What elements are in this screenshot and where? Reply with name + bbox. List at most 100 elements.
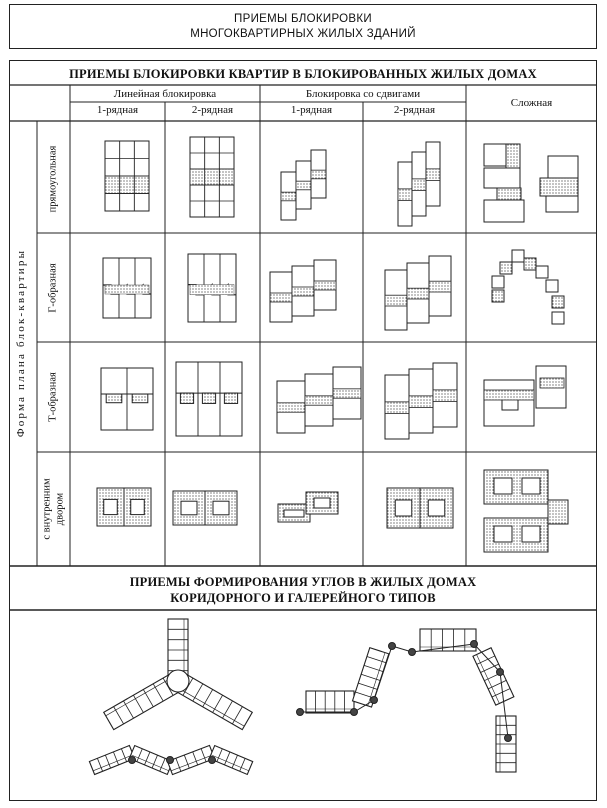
zigzag-stair-2 xyxy=(166,756,174,764)
cs1-a-court xyxy=(283,509,305,518)
y-wing-southwest-cell-line xyxy=(133,694,144,713)
zigzag-wing-4-outline xyxy=(208,744,254,776)
plan-t-shifted-1row-unit-dotted xyxy=(276,402,306,413)
zigzag-wing-3-cell-line xyxy=(192,751,199,766)
zigzag-wing-4-cell-line xyxy=(239,758,246,772)
group-header-shifted: Блокировка со сдвигами xyxy=(305,88,421,100)
gallery-stair-5 xyxy=(408,648,416,656)
plan-t-linear-2row-t-bar xyxy=(179,392,195,404)
cx-l-cell xyxy=(545,279,559,293)
row-label-courtyard-2: двором xyxy=(54,492,66,526)
zigzag-wing-2-cell-line xyxy=(151,754,158,769)
zigzag-stair-1 xyxy=(128,756,136,764)
sheet-title-line1: ПРИЕМЫ БЛОКИРОВКИ xyxy=(234,13,372,25)
sheet-title-line2: МНОГОКВАРТИРНЫХ ЖИЛЫХ ЗДАНИЙ xyxy=(190,28,416,40)
y-wing-southwest-cell-line xyxy=(123,700,134,719)
y-wing-southeast-cell-line xyxy=(192,683,204,702)
plan-l-shifted-1row-unit-dotted xyxy=(291,286,315,297)
plan-t-shifted-1row-unit-dotted xyxy=(332,388,362,399)
y-wing-southwest xyxy=(102,671,184,731)
cx-rect-e xyxy=(483,199,525,223)
plan-l-linear-2row-dotted-band xyxy=(189,284,235,296)
plan-l-shifted-2row xyxy=(384,255,452,331)
plan-t-linear-1row xyxy=(100,367,154,431)
cx-rect-h xyxy=(545,195,579,213)
row-axis-label: Форма плана блок-квартиры xyxy=(15,248,27,438)
cs1-b-court xyxy=(313,497,331,509)
plan-l-shifted-1row-unit-dotted xyxy=(313,280,337,291)
cc-a-court1 xyxy=(493,477,513,495)
gallery-wing-2-cell-line xyxy=(366,656,387,664)
gallery-wing-4-cell-line xyxy=(476,655,496,665)
zigzag-wing-1-outline xyxy=(88,744,136,776)
cx-l-cell xyxy=(551,295,565,309)
gallery-wing-2-cell-line xyxy=(358,682,378,690)
zigzag-wing-4 xyxy=(208,744,254,776)
y-wing-southwest-corridor xyxy=(105,675,176,717)
gallery-wing-2-cell-line xyxy=(363,665,384,672)
cx-rect-g xyxy=(539,177,579,197)
plan-rect-shifted-2row-unit-dotted xyxy=(411,178,427,191)
plan-t-shifted-1row-unit-dotted xyxy=(304,395,334,406)
zigzag-stair-3 xyxy=(208,756,216,764)
cx-rect-f xyxy=(547,155,579,179)
zigzag-wing-1 xyxy=(88,744,136,776)
plan-rect-shifted-2row-unit-dotted xyxy=(425,168,441,181)
row-label-t-shaped: Т-образная xyxy=(47,372,59,422)
cx-t-band xyxy=(483,389,535,401)
plan-rect-linear-2row-dotted-band xyxy=(189,168,235,186)
plan-t-shifted-2row-unit-dotted xyxy=(408,395,434,408)
cx-l-cell xyxy=(491,275,505,289)
y-wing-southeast-cell-line xyxy=(232,706,243,725)
section1-title: ПРИЕМЫ БЛОКИРОВКИ КВАРТИР В БЛОКИРОВАННЫ… xyxy=(69,67,537,81)
plan-court-shifted-2row-court xyxy=(394,499,413,517)
plan-t-linear-2row-t-bar xyxy=(201,392,217,404)
plan-court-linear-2row-court xyxy=(212,500,230,516)
plan-t-linear-1row-t-bar xyxy=(105,393,123,404)
cx-rect-b xyxy=(505,143,521,169)
cx-l-cell xyxy=(499,261,513,275)
zigzag-wing-3-cell-line xyxy=(175,758,182,772)
zigzag-wing-2-cell-line xyxy=(144,751,151,766)
gallery-wing-2-cell-line xyxy=(361,673,381,681)
plan-l-shifted-2row-unit-dotted xyxy=(406,287,430,300)
plan-l-linear-2row xyxy=(187,253,237,323)
plan-rect-shifted-1row-unit-dotted xyxy=(310,169,327,180)
plan-rect-linear-1row xyxy=(104,140,150,212)
plan-court-linear-1row-court xyxy=(103,498,118,516)
group-header-linear: Линейная блокировка xyxy=(113,88,217,100)
y-wing-southeast-corridor xyxy=(174,685,245,727)
y-wing-southwest-cell-line xyxy=(113,706,124,725)
cc-a-court2 xyxy=(521,477,541,495)
plan-rect-complex xyxy=(483,143,579,223)
gallery-stair-1 xyxy=(296,708,304,716)
section2-title-line2: КОРИДОРНОГО И ГАЛЕРЕЙНОГО ТИПОВ xyxy=(170,591,436,605)
section2-title-line1: ПРИЕМЫ ФОРМИРОВАНИЯ УГЛОВ В ЖИЛЫХ ДОМАХ xyxy=(129,575,477,589)
plan-l-linear-1row xyxy=(102,257,152,319)
zigzag-wing-1-cell-line xyxy=(105,754,111,769)
plan-t-shifted-2row xyxy=(384,362,458,440)
row-label-l-shaped: Г-образная xyxy=(47,263,59,313)
plan-t-linear-1row-t-bar xyxy=(131,393,149,404)
zigzag-wing-3 xyxy=(166,744,216,776)
plan-court-linear-2row xyxy=(172,490,238,526)
gallery-wing-1 xyxy=(305,690,355,714)
gallery-wing-5 xyxy=(495,715,517,773)
y-hub xyxy=(166,669,190,693)
y-wing-southeast-cell-line xyxy=(202,689,214,708)
gallery-wing-4-cell-line xyxy=(480,663,499,673)
plan-t-shifted-2row-unit-dotted xyxy=(384,401,410,414)
gallery-stair-2 xyxy=(350,708,358,716)
plan-t-shifted-2row-unit-dotted xyxy=(432,389,458,402)
subcolumn-header-4: 2-рядная xyxy=(393,104,436,116)
subcolumn-header-2: 2-рядная xyxy=(191,104,234,116)
cx-l-cell xyxy=(523,257,537,271)
subcolumn-header-1: 1-рядная xyxy=(96,104,139,116)
plan-rect-shifted-1row-unit-dotted xyxy=(280,191,297,202)
cc-b-court2 xyxy=(521,525,541,543)
plan-court-shifted-2row-court xyxy=(427,499,446,517)
zigzag-wing-1-cell-line xyxy=(113,751,119,766)
plan-rect-linear-1row-dotted-band xyxy=(104,175,150,194)
plan-court-shifted-1row xyxy=(277,491,339,523)
